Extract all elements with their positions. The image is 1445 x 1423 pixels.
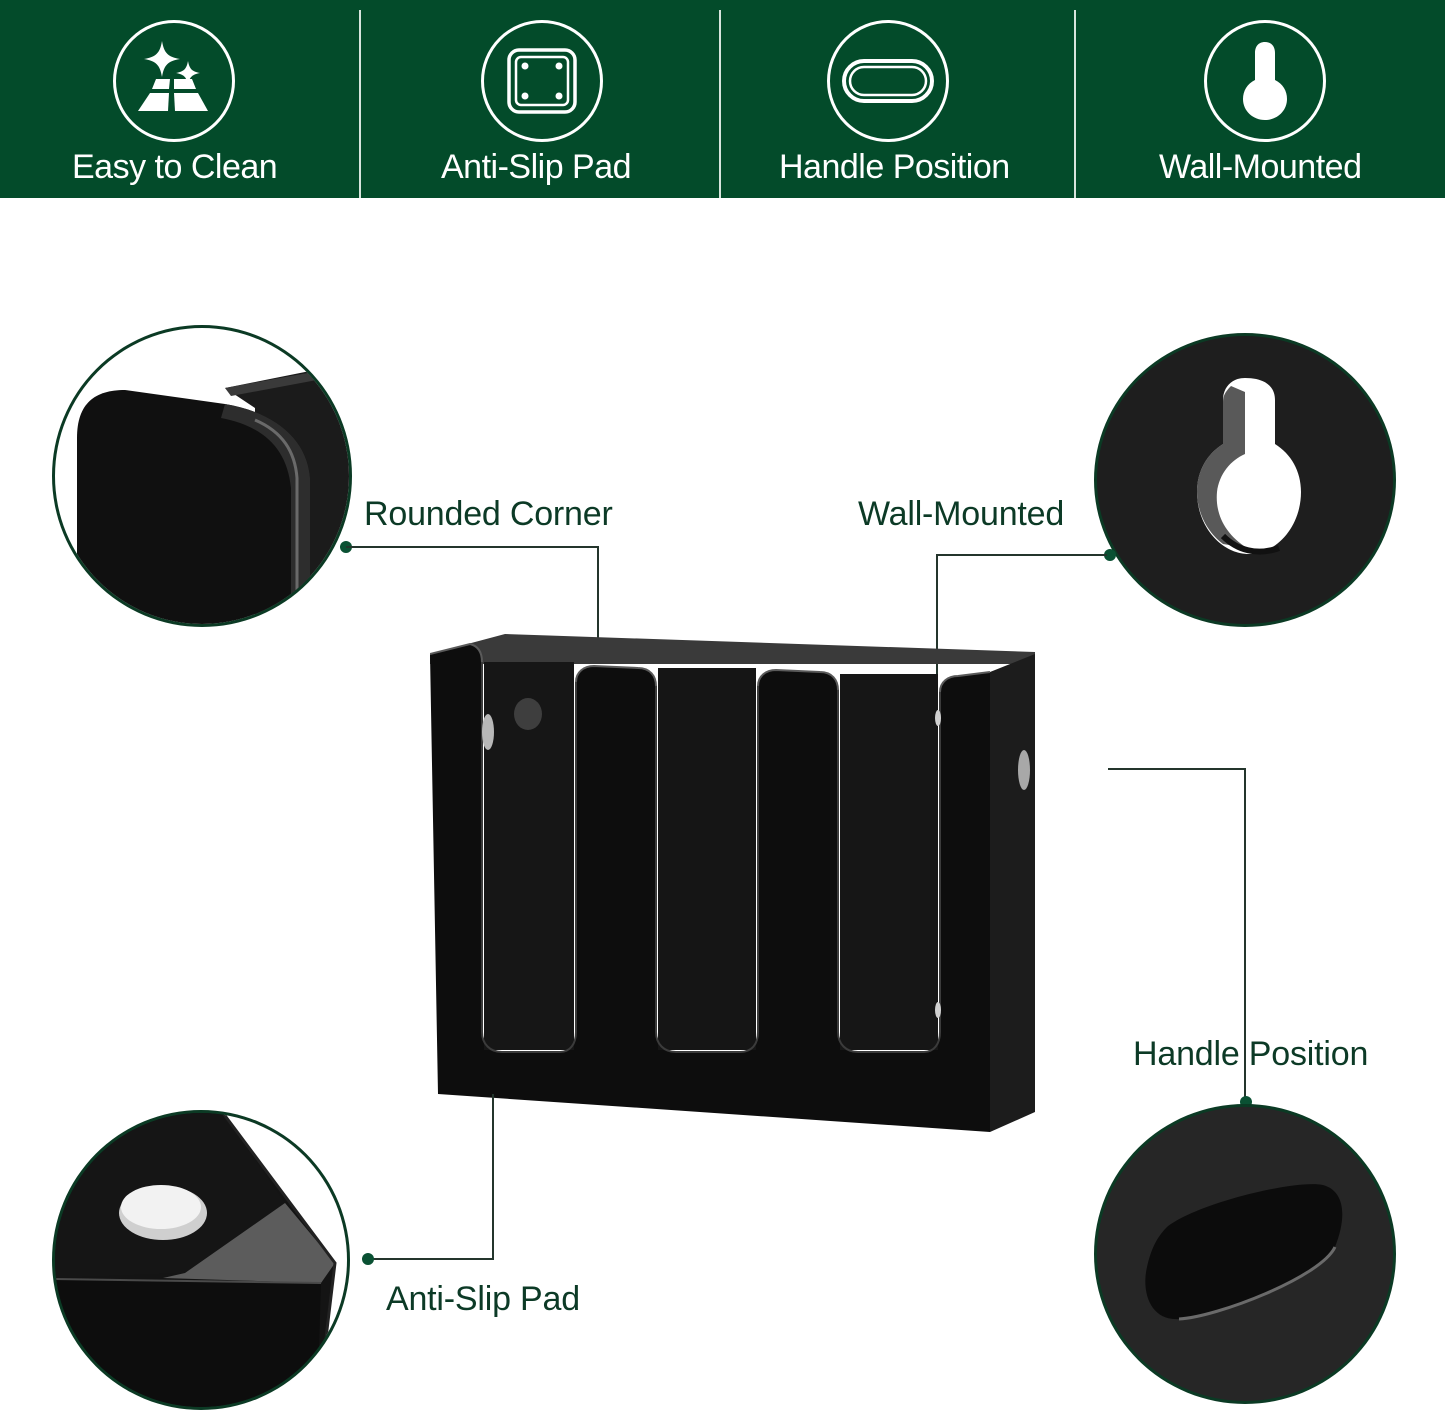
feature-banner: Easy to Clean Anti-Slip Pad Handle Posit… (0, 0, 1445, 198)
feature-label: Easy to Clean (72, 148, 278, 186)
keyhole-icon (1204, 20, 1326, 142)
leader-line (346, 546, 598, 548)
callout-wall-mounted: Wall-Mounted (858, 495, 1065, 533)
callout-rounded-corner: Rounded Corner (364, 495, 613, 533)
callout-handle-position: Handle Position (1133, 1035, 1369, 1073)
cup-dispenser-product (429, 632, 1040, 1137)
handle-slot-icon (827, 20, 949, 142)
banner-divider (1074, 10, 1076, 198)
leader-line (936, 554, 938, 704)
detail-anti-slip-pad (52, 1110, 350, 1410)
leader-line (492, 1094, 494, 1260)
leader-line (368, 1258, 494, 1260)
feature-handle-position: Handle Position (720, 0, 1075, 198)
feature-easy-to-clean: Easy to Clean (0, 0, 361, 198)
leader-dot (362, 1253, 374, 1265)
detail-handle-position (1094, 1104, 1396, 1404)
banner-divider (719, 10, 721, 198)
feature-label: Anti-Slip Pad (441, 148, 632, 186)
feature-label: Handle Position (779, 148, 1010, 186)
leader-line (597, 546, 599, 662)
callout-anti-slip-pad: Anti-Slip Pad (386, 1280, 580, 1318)
detail-wall-mounted (1094, 333, 1396, 627)
detail-rounded-corner (52, 325, 352, 627)
leader-dot (1104, 549, 1116, 561)
leader-line (1244, 768, 1246, 1102)
banner-divider (359, 10, 361, 198)
anti-slip-pad-icon (481, 20, 603, 142)
feature-label: Wall-Mounted (1159, 148, 1362, 186)
feature-wall-mounted: Wall-Mounted (1075, 0, 1445, 198)
leader-line (937, 554, 1107, 556)
leader-line (1108, 768, 1246, 770)
feature-anti-slip-pad: Anti-Slip Pad (361, 0, 720, 198)
sparkle-floor-icon (113, 20, 235, 142)
